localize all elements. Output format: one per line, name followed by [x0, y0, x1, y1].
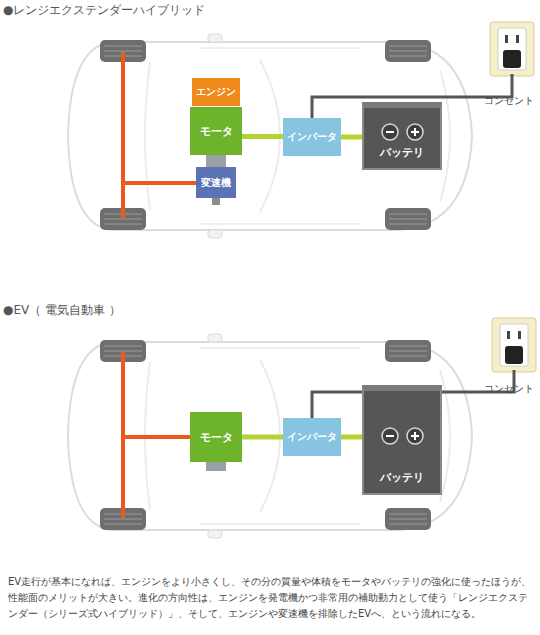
inverter-box: インバータ	[283, 418, 341, 456]
node-text: バッテリ	[380, 145, 424, 160]
caption: EV走行が基本になれば、エンジンをより小さくし、その分の質量や体積をモータやバッ…	[8, 574, 534, 622]
node-text: 変速機	[201, 176, 231, 190]
power-line	[341, 435, 362, 440]
section-heading: ●EV（ 電気自動車 ）	[3, 302, 121, 319]
node-text: モータ	[200, 430, 233, 445]
node-text: バッテリ	[380, 470, 424, 485]
outlet-label: コンセント	[484, 382, 534, 396]
node-text: インバータ	[287, 130, 337, 144]
node-text: エンジン	[196, 85, 236, 99]
motor-box: モータ	[190, 107, 242, 155]
section-heading: ●レンジエクステンダーハイブリッド	[3, 2, 205, 19]
engine-box: エンジン	[192, 78, 240, 106]
power-line	[341, 135, 362, 140]
node-text: モータ	[200, 124, 233, 139]
outlet-label: コンセント	[484, 94, 534, 108]
node-text: インバータ	[287, 430, 337, 444]
transmission-box: 変速機	[196, 167, 236, 198]
power-line	[242, 134, 283, 139]
power-line	[242, 435, 283, 440]
motor-box: モータ	[190, 412, 242, 462]
battery-box: バッテリ	[362, 102, 442, 170]
battery-box: バッテリ	[362, 385, 442, 495]
inverter-box: インバータ	[283, 118, 341, 156]
